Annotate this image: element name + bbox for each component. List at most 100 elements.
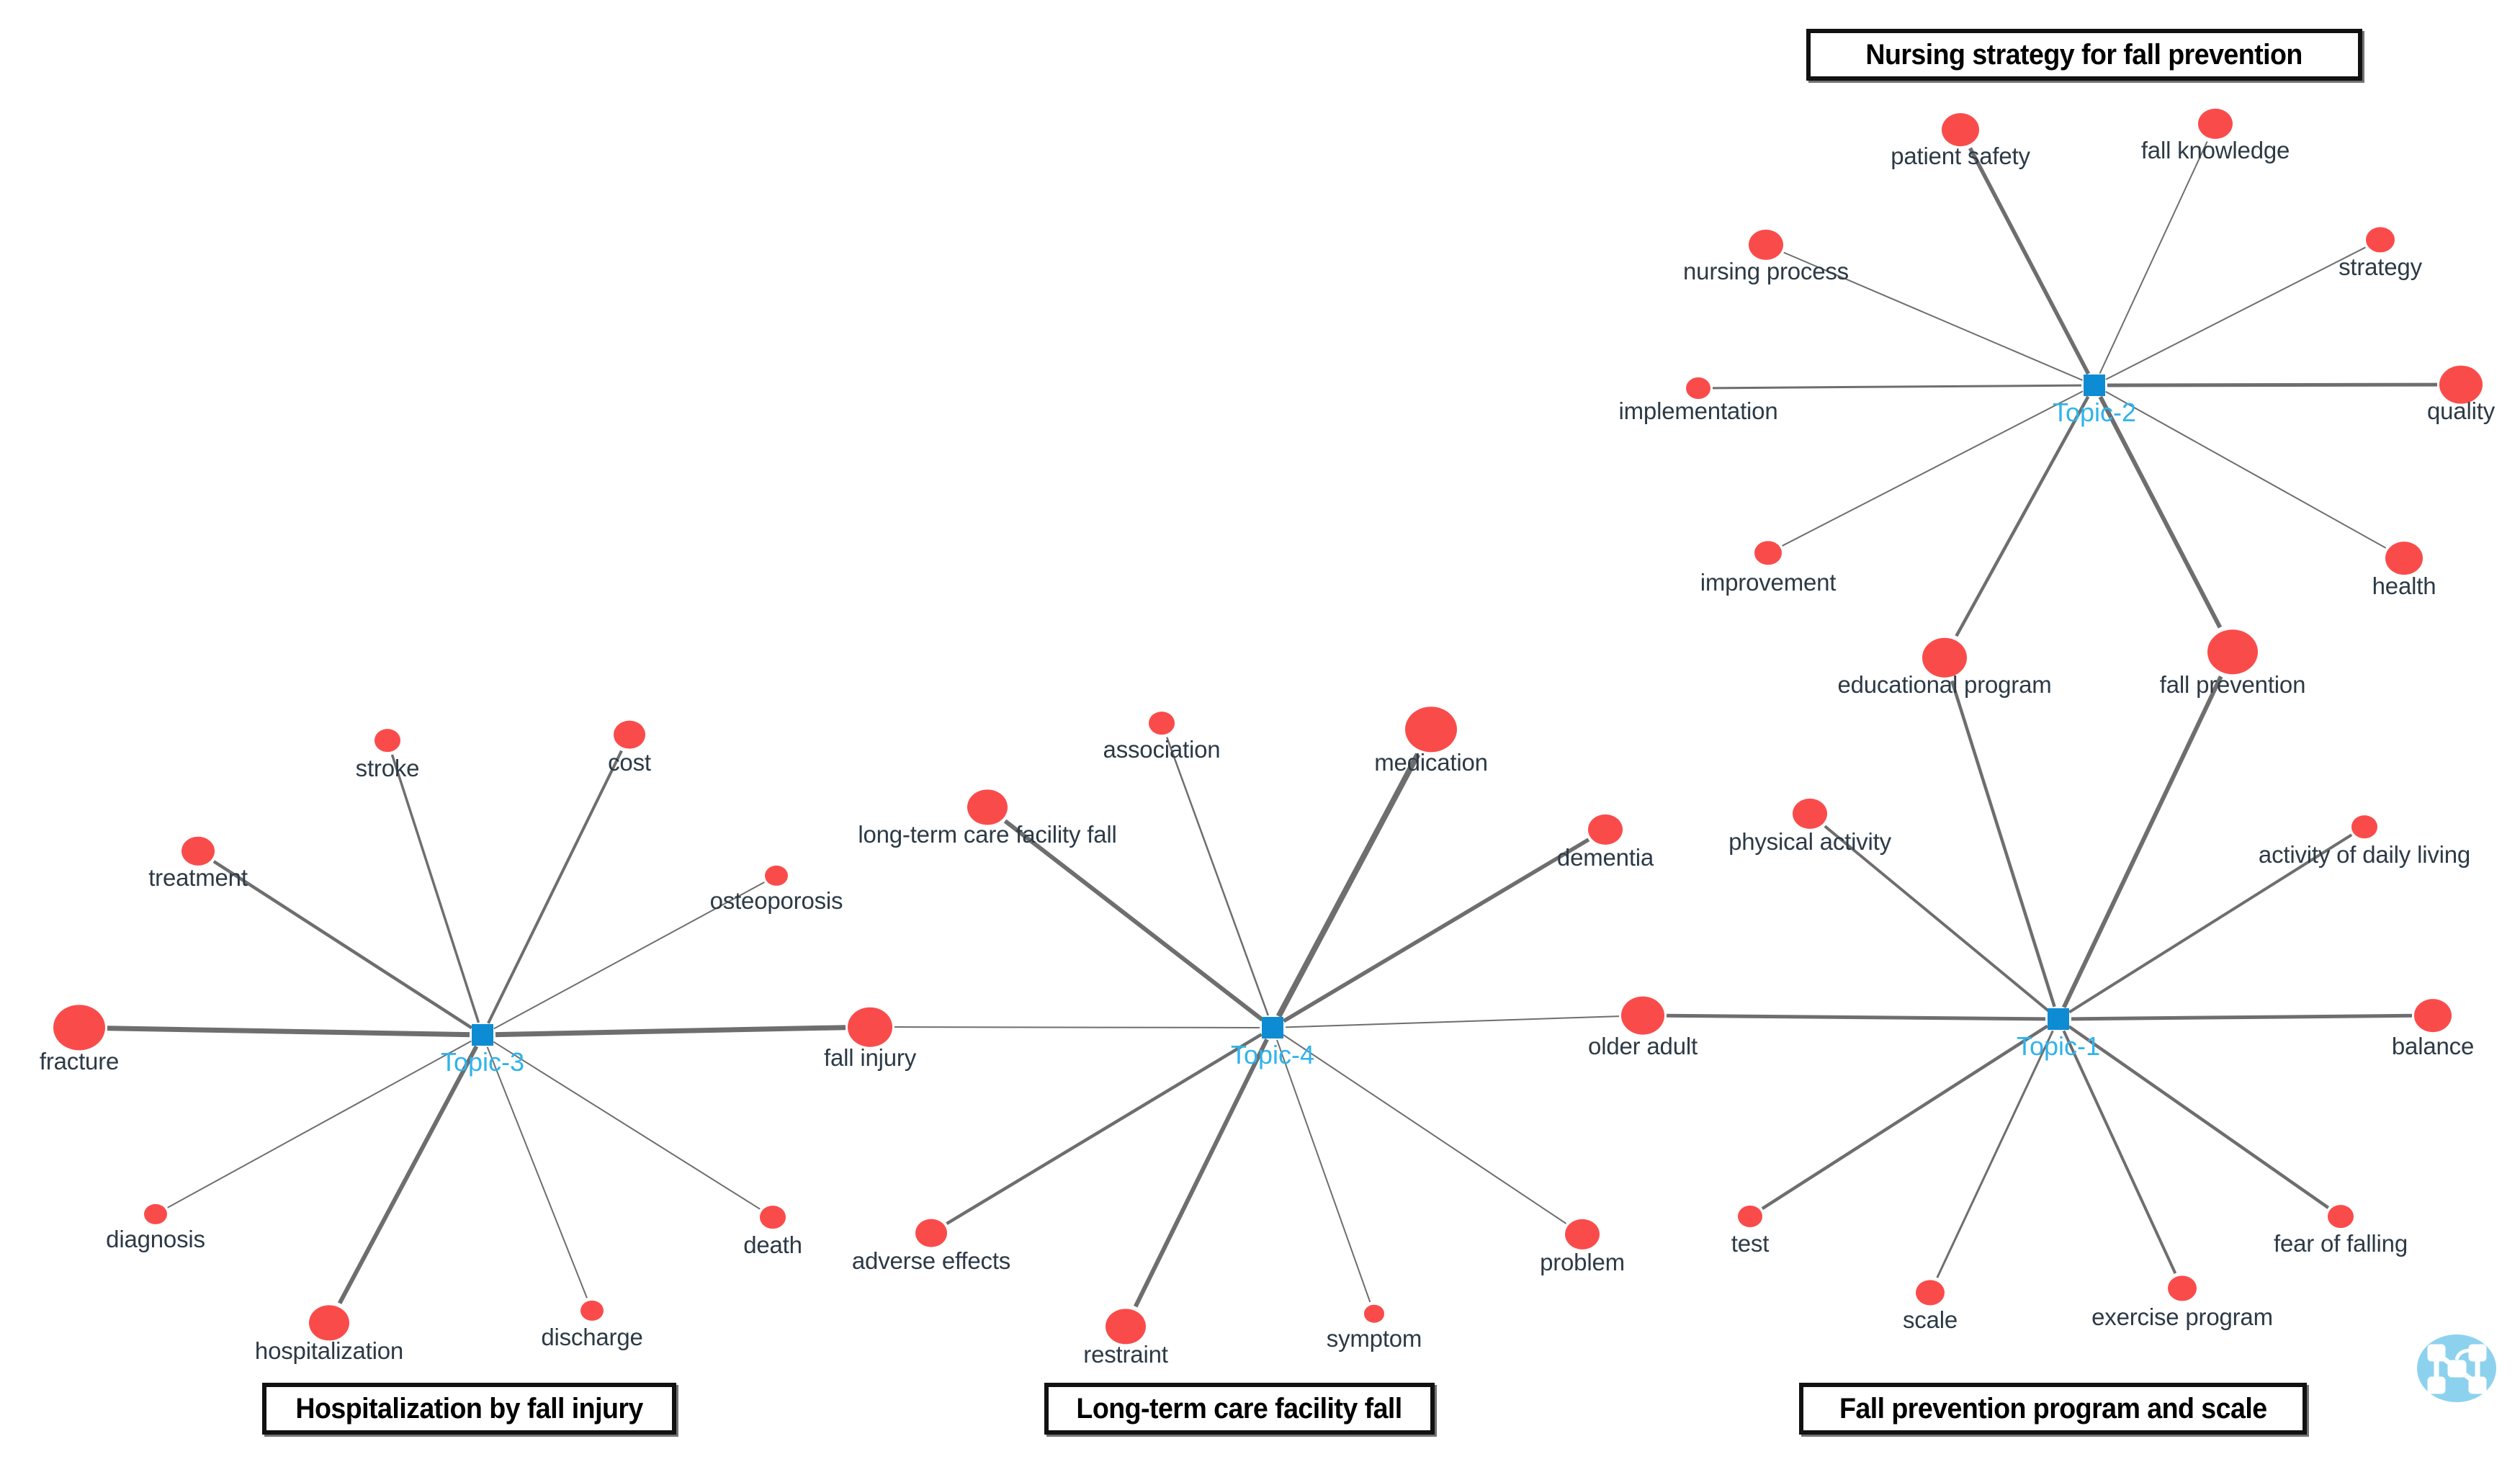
cluster-caption-text: Nursing strategy for fall prevention [1865,38,2303,71]
graph-edge [1285,1015,1620,1028]
keyword-node[interactable] [1922,637,1967,678]
keyword-node[interactable] [1149,712,1175,735]
keyword-label: death [743,1232,802,1258]
topic-node-topic-4[interactable] [1262,1017,1283,1038]
netminer-logo-icon [2417,1334,2496,1402]
keyword-label: problem [1540,1249,1625,1275]
keyword-label: older adult [1588,1033,1698,1059]
graph-edge [493,881,765,1030]
keyword-node[interactable] [760,1206,786,1229]
graph-edge [2071,1013,2413,1021]
keyword-node[interactable] [1588,814,1623,845]
keyword-node[interactable] [1749,229,1783,261]
keyword-label: symptom [1326,1325,1422,1352]
keyword-label: cost [608,749,651,776]
keyword-label: scale [1902,1306,1958,1333]
keyword-label: fear of falling [2274,1230,2408,1257]
keyword-node[interactable] [1916,1280,1945,1306]
keyword-node[interactable] [2198,108,2233,140]
graph-edge [1950,680,2056,1008]
keyword-label: fracture [39,1048,120,1075]
cluster-caption-box: Fall prevention program and scale [1799,1383,2307,1435]
keyword-label: adverse effects [851,1247,1011,1274]
cluster-caption-text: Long-term care facility fall [1076,1392,1403,1425]
keyword-label: diagnosis [106,1226,205,1252]
topic-node-topic-3[interactable] [472,1024,493,1046]
keyword-label: medication [1374,749,1488,776]
keyword-node[interactable] [2351,815,2377,838]
keyword-node[interactable] [765,865,788,887]
keyword-node[interactable] [144,1203,167,1225]
graph-edge [1275,753,1421,1018]
graph-edge [2099,141,2208,374]
graph-edge [107,1026,470,1038]
keyword-label: activity of daily living [2258,841,2471,868]
keyword-node[interactable] [181,836,215,866]
keyword-label: hospitalization [254,1337,404,1364]
topic-label: Topic-1 [2016,1031,2101,1061]
keyword-node[interactable] [1621,996,1664,1035]
graph-edge [2105,390,2387,549]
keyword-label: restraint [1083,1341,1168,1368]
keyword-node[interactable] [967,789,1008,825]
keyword-node[interactable] [848,1007,892,1047]
keyword-node[interactable] [1405,706,1457,753]
keyword-node[interactable] [1738,1206,1762,1227]
keyword-label: physical activity [1728,828,1891,855]
keyword-node[interactable] [1754,541,1782,565]
topic-node-topic-1[interactable] [2048,1008,2069,1030]
keyword-label: balance [2391,1033,2475,1059]
keyword-label: test [1731,1230,1770,1257]
graph-edge [2068,833,2353,1014]
keyword-node[interactable] [2366,227,2395,253]
graph-edge [1783,251,2083,381]
keyword-node[interactable] [915,1219,947,1247]
keyword-node[interactable] [1106,1309,1146,1345]
keyword-node[interactable] [309,1305,349,1341]
topic-label: Topic-4 [1230,1040,1315,1069]
keyword-label: quality [2427,398,2495,424]
keyword-label: health [2372,573,2436,599]
keyword-label: association [1103,736,1221,763]
keyword-node[interactable] [53,1005,105,1051]
graph-edge [2105,246,2366,380]
keyword-label: exercise program [2091,1304,2273,1330]
graph-edge [894,1026,1260,1028]
graph-edge [2068,1025,2330,1209]
cluster-caption-text: Fall prevention program and scale [1839,1392,2267,1425]
graph-edge [212,860,473,1030]
keyword-node[interactable] [1793,798,1827,830]
keyword-node[interactable] [2439,365,2483,404]
graph-edge [1968,147,2091,375]
keyword-node[interactable] [2385,542,2423,575]
keyword-label: discharge [541,1324,643,1350]
keyword-label: fall injury [823,1044,917,1071]
keyword-label: nursing process [1683,258,1849,284]
keyword-node[interactable] [375,729,400,752]
keyword-node[interactable] [1364,1304,1384,1323]
keyword-node[interactable] [2207,629,2258,674]
keyword-label: osteoporosis [709,887,843,914]
keyword-node[interactable] [580,1300,604,1322]
keyword-node[interactable] [614,720,645,749]
graph-edge [487,750,623,1024]
graph-edge [946,1033,1263,1226]
keyword-node[interactable] [1942,113,1979,146]
keyword-node[interactable] [2328,1205,2354,1228]
topic-node-topic-2[interactable] [2084,374,2105,396]
cluster-caption-box: Long-term care facility fall [1044,1383,1435,1435]
keyword-node[interactable] [2168,1275,2197,1301]
keyword-node[interactable] [1565,1219,1600,1250]
graph-edge [1166,737,1270,1016]
keyword-label: long-term care facility fall [858,821,1117,848]
graph-edge [2062,676,2223,1009]
keyword-label: implementation [1618,398,1778,424]
graph-edge [1824,825,2050,1013]
graph-edge [2062,1030,2177,1274]
keyword-label: fall prevention [2159,671,2306,698]
keyword-node[interactable] [2414,999,2452,1032]
keyword-node[interactable] [1686,377,1710,399]
graph-edge [2098,395,2223,629]
cluster-caption-text: Hospitalization by fall injury [295,1392,643,1425]
